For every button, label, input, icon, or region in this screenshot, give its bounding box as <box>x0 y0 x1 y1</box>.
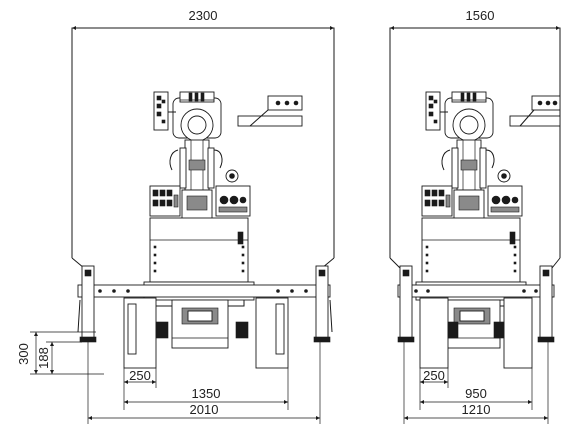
dim-250-label: 250 <box>129 368 151 383</box>
dim-250-right-label: 250 <box>423 368 445 383</box>
dim-1560-label: 1560 <box>466 8 495 23</box>
left-view: 2300 <box>16 8 335 424</box>
dim-2010-label: 2010 <box>190 402 219 417</box>
dim-1210-label: 1210 <box>462 402 491 417</box>
right-view: 1560 250 <box>389 8 561 424</box>
dim-2300-label: 2300 <box>189 8 218 23</box>
dim-300-label: 300 <box>16 343 31 365</box>
dim-188-label: 188 <box>36 347 51 369</box>
dim-1350-label: 1350 <box>192 386 221 401</box>
dim-950-label: 950 <box>465 386 487 401</box>
